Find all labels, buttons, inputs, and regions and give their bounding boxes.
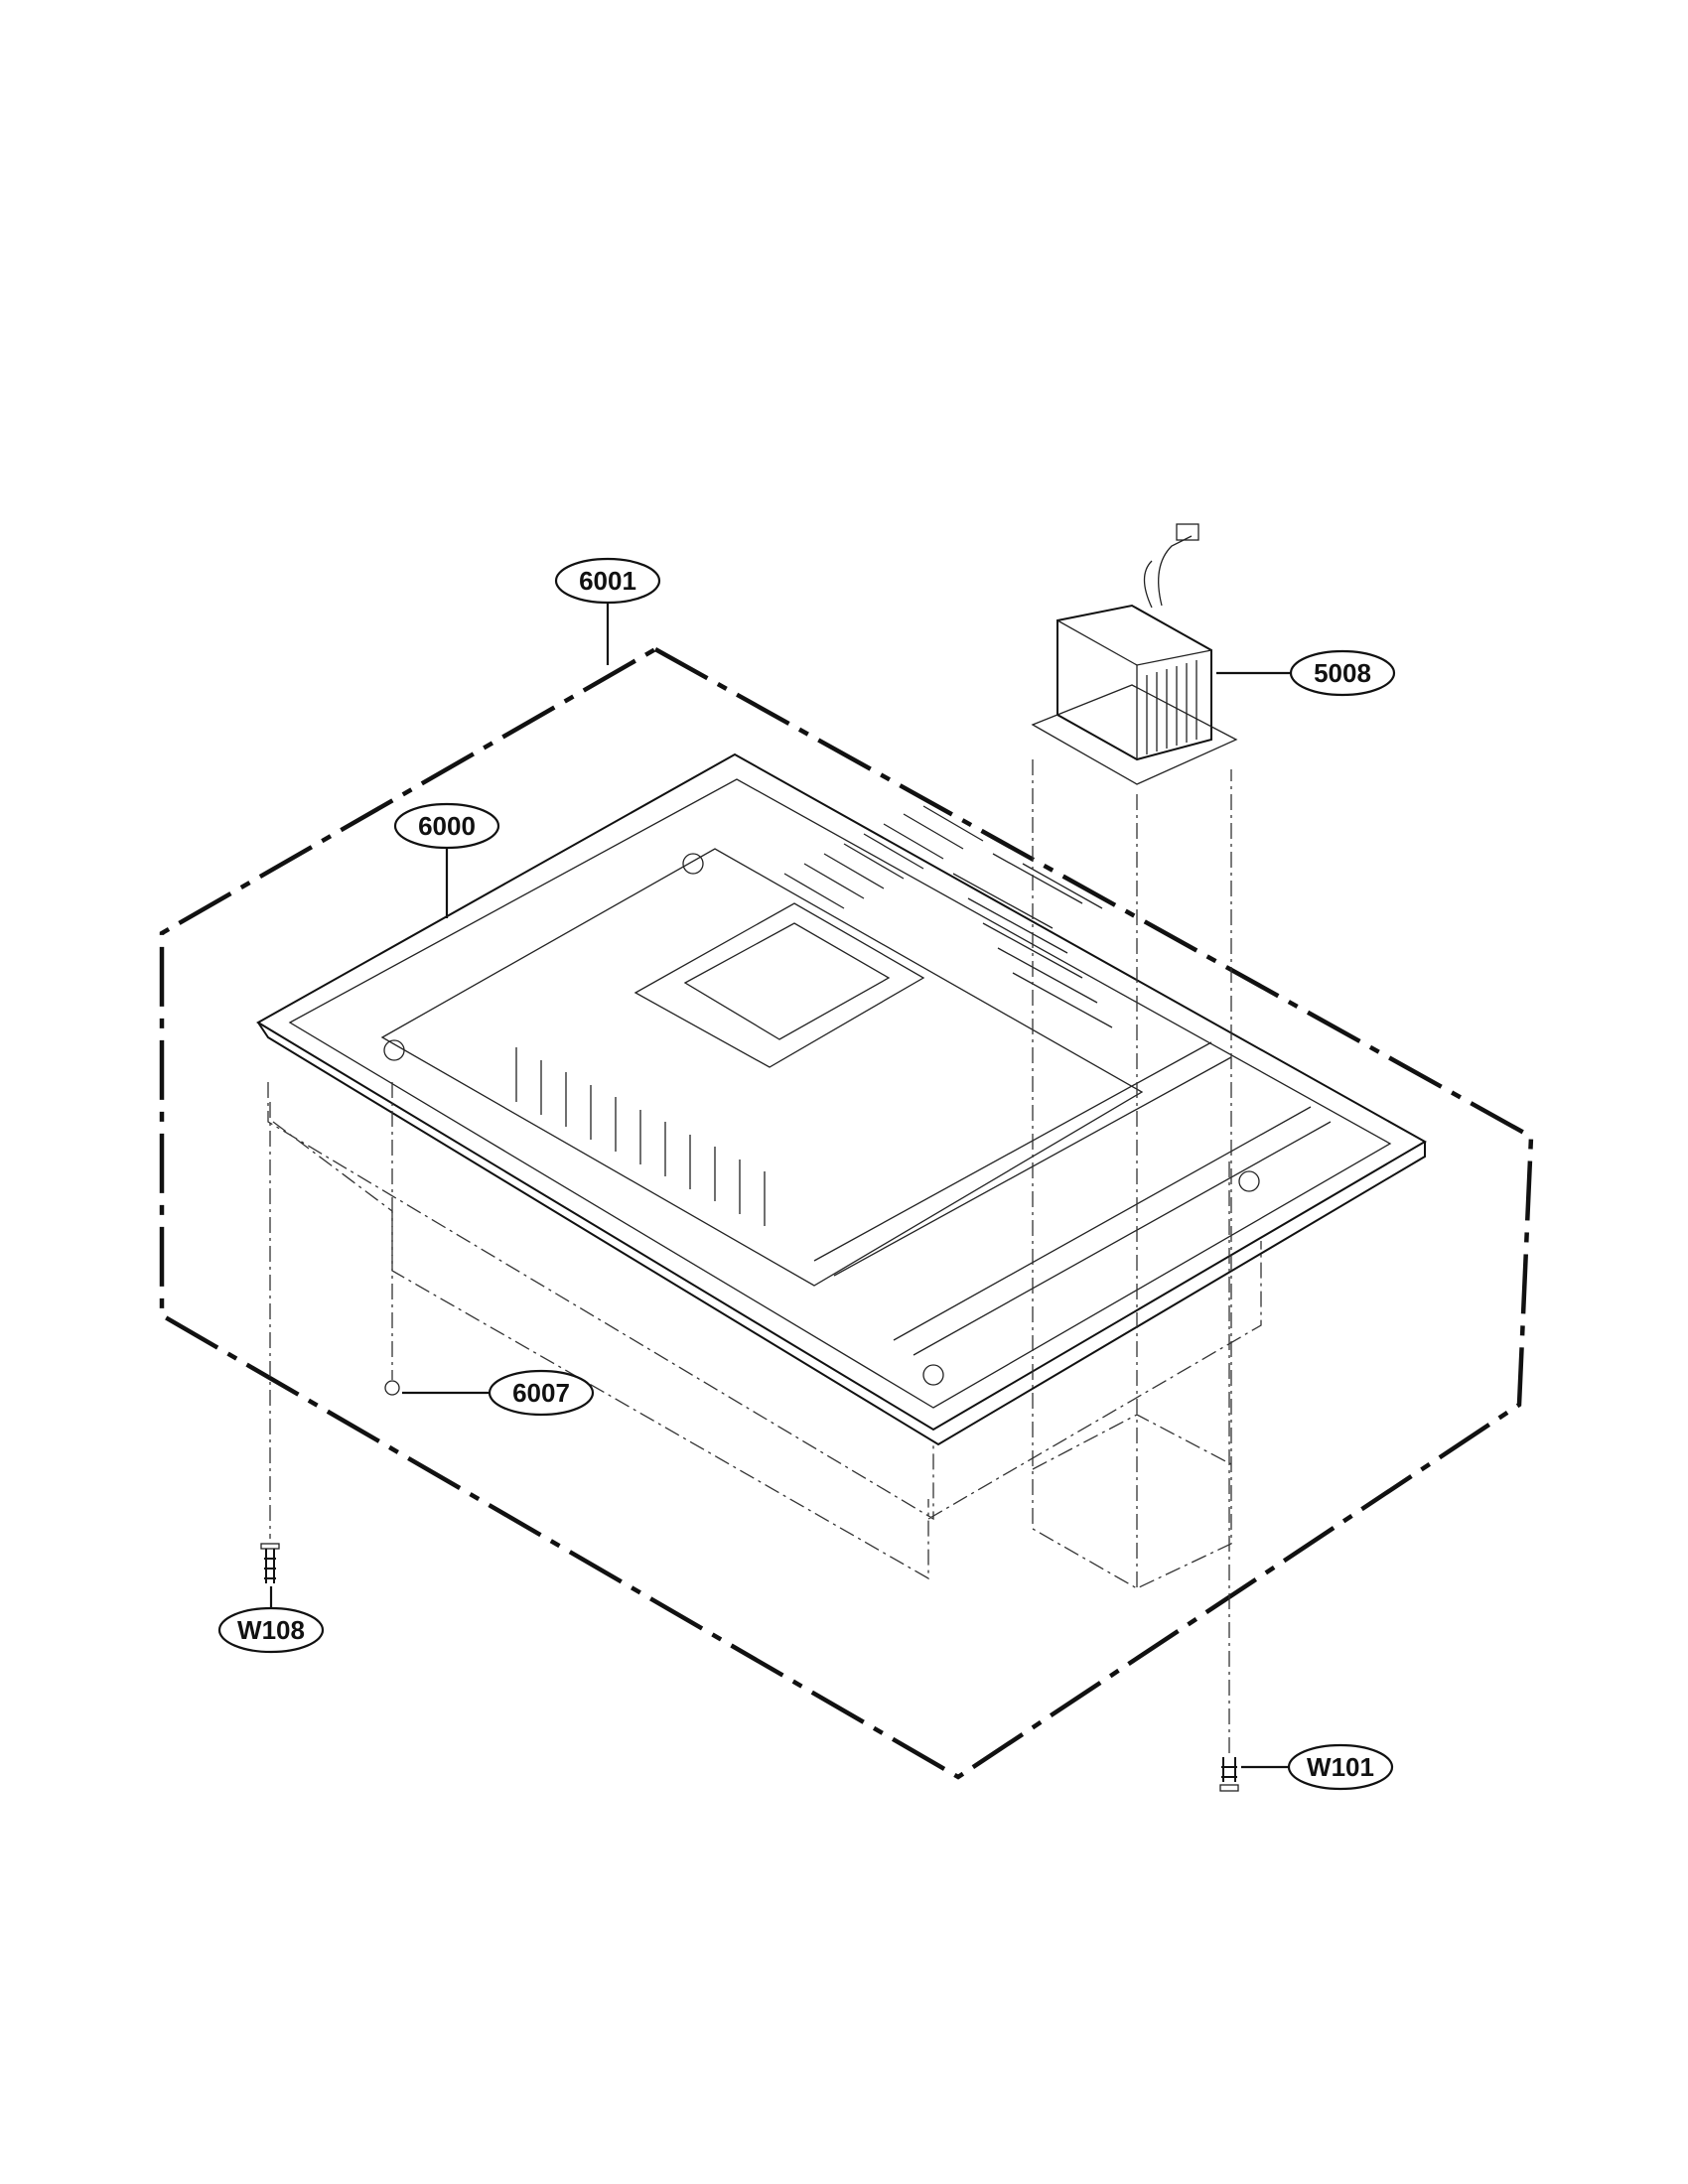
callout-W101-label: W101: [1307, 1752, 1374, 1782]
callout-6007-label: 6007: [512, 1378, 570, 1408]
screw-6007: [384, 1082, 400, 1396]
foot-rear-right: [682, 853, 704, 875]
foot-rear-left: [383, 1039, 405, 1061]
screw-W101: [1219, 1161, 1239, 1792]
base-plate-6000: [256, 752, 1428, 1446]
callout-6000: 6000: [393, 802, 500, 850]
callout-6001-label: 6001: [579, 566, 636, 596]
callout-6007: 6007: [488, 1369, 595, 1417]
callout-5008: 5008: [1289, 649, 1396, 697]
callout-W108-label: W108: [237, 1615, 305, 1645]
callout-W108: W108: [217, 1606, 325, 1654]
phantom-projection: [267, 1082, 1262, 1580]
callout-W101: W101: [1287, 1743, 1394, 1791]
transformer-5008: [1031, 523, 1238, 785]
foot-front-right: [1238, 1170, 1260, 1192]
callout-6000-label: 6000: [418, 811, 476, 841]
callout-6001: 6001: [554, 557, 661, 605]
assembly-6001-boundary: [159, 646, 1534, 1780]
screw-W108: [260, 1102, 280, 1583]
callout-5008-label: 5008: [1314, 658, 1371, 688]
vent-slots: [515, 805, 1113, 1226]
transformer-phantom-column: [1032, 759, 1232, 1589]
foot-front-left: [922, 1364, 944, 1386]
